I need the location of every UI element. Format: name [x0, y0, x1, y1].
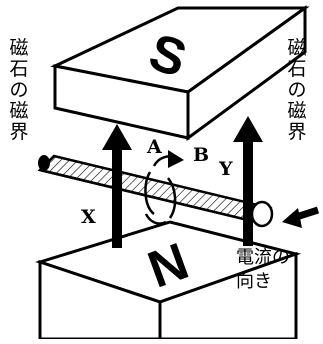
top-magnet: [50, 5, 310, 141]
wire-back-end: [38, 155, 50, 171]
current-direction-label: 電流の向き: [236, 247, 290, 292]
circular-field-lines: [144, 150, 184, 225]
field-arrow-y: [233, 116, 263, 246]
top-magnet-side-face: [186, 5, 307, 141]
magnet-field-label-left: 磁石の磁界: [9, 37, 29, 143]
current-arrow: [282, 206, 320, 228]
wire: [37, 154, 274, 228]
letter-b: B: [193, 144, 210, 166]
letter-x: X: [81, 206, 96, 228]
wire-end: [250, 200, 274, 228]
bottom-magnet: [35, 220, 302, 341]
letter-a: A: [147, 136, 162, 158]
magnet-field-label-right: 磁石の磁界: [287, 37, 307, 143]
field-arrow-x: [102, 124, 132, 248]
letter-y: Y: [219, 158, 233, 180]
